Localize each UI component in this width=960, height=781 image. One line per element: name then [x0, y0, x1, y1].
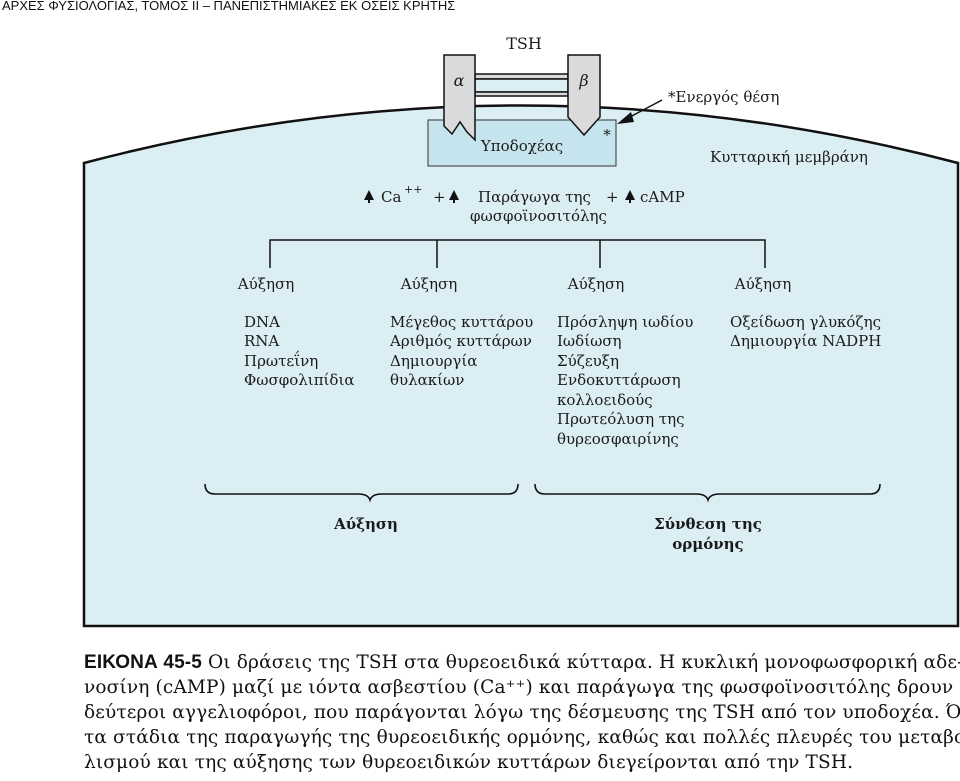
plus-1: + — [433, 188, 446, 206]
membrane-label: Κυτταρική μεμβράνη — [710, 148, 868, 166]
column-2-item: Αριθμός κυττάρων — [389, 332, 532, 350]
tsh-label: TSH — [506, 34, 542, 53]
receptor-label: Υποδοχέας — [480, 137, 563, 155]
pip-up-arrow — [449, 190, 459, 200]
alpha-subunit — [443, 54, 476, 142]
active-site-arrow-shaft — [627, 99, 663, 119]
group-synthesis-label-line2: ορμόνης — [672, 535, 743, 553]
camp-up-arrow — [625, 190, 635, 200]
pip-label-line1: Παράγωγα της — [478, 188, 591, 206]
active-site-label: *Ενεργός θέση — [668, 88, 779, 106]
hormone-synthesis-brace — [534, 483, 881, 503]
active-site-arrow-head — [617, 112, 634, 124]
column-4-title: Αύξηση — [734, 275, 791, 293]
tsh-crossbar-gap — [474, 78, 569, 93]
column-1-item: Φωσφολιπίδια — [244, 371, 354, 389]
plus-2: + — [606, 188, 619, 206]
column-3-item: θυρεοσφαιρίνης — [557, 430, 679, 448]
distribution-bracket — [269, 239, 766, 268]
figure-number: ΕΙΚΟΝΑ 45-5 — [84, 652, 202, 673]
caption-line: τα στάδια της παραγωγής της θυρεοειδικής… — [84, 727, 960, 748]
caption-line: νοσίνη (cAMP) μαζί με ιόντα ασβεστίου (C… — [84, 677, 960, 698]
column-3-title: Αύξηση — [567, 275, 624, 293]
pip-label-line2: φωσφοϊνοσιτόλης — [470, 207, 607, 225]
column-3-item: κολλοειδούς — [557, 391, 653, 409]
book-header: ΑΡΧΕΣ ΦΥΣΙΟΛΟΓΙΑΣ, ΤΟΜΟΣ ΙΙ – ΠΑΝΕΠΙΣΤΗΜ… — [2, 0, 456, 13]
column-4-item: Δημιουργία NADPH — [730, 332, 881, 350]
column-1-title: Αύξηση — [237, 275, 294, 293]
cell-body — [82, 104, 960, 628]
active-site-mark: * — [603, 126, 611, 144]
group-synthesis-label-line1: Σύνθεση της — [654, 515, 762, 533]
caption-line: ΕΙΚΟΝΑ 45-5 Οι δράσεις της TSH στα θυρεο… — [84, 652, 960, 673]
column-3-item: Πρωτεόλυση της — [557, 410, 685, 428]
column-1-item: DNA — [244, 313, 280, 331]
tsh-crossbar-bottom — [474, 91, 569, 97]
tsh-diagram: TSH α β Υποδοχέας * *Ενεργός θέση Κυτταρ… — [82, 34, 960, 628]
ca-label: Ca — [381, 188, 401, 206]
column-3-item: Ενδοκυττάρωση — [557, 371, 681, 389]
column-4-item: Οξείδωση γλυκόζης — [730, 313, 881, 331]
beta-label: β — [578, 71, 588, 90]
caption-line: λισμού και της αύξησης των θυρεοειδικών … — [84, 752, 854, 773]
beta-subunit — [567, 54, 601, 137]
column-3-item: Σύζευξη — [557, 352, 619, 370]
ca-up-arrow — [364, 190, 374, 200]
ca-superscript: ++ — [404, 183, 422, 196]
column-3-item: Ιωδίωση — [557, 332, 622, 350]
column-1-item: Πρωτεΐνη — [244, 350, 318, 370]
figure-caption: ΕΙΚΟΝΑ 45-5 Οι δράσεις της TSH στα θυρεο… — [84, 650, 960, 775]
column-2-item: Δημιουργία — [390, 352, 477, 370]
column-2-title: Αύξηση — [400, 275, 457, 293]
column-2-item: θυλακίων — [390, 371, 464, 389]
alpha-label: α — [454, 71, 465, 90]
growth-brace — [204, 483, 519, 503]
column-2-item: Μέγεθος κυττάρου — [390, 313, 533, 331]
caption-line: δεύτεροι αγγελιοφόροι, που παράγονται λό… — [84, 702, 960, 723]
camp-label: cAMP — [640, 188, 685, 206]
column-3-item: Πρόσληψη ιωδίου — [557, 313, 693, 331]
group-growth-label: Αύξηση — [333, 515, 398, 533]
column-1-item: RNA — [244, 332, 279, 350]
